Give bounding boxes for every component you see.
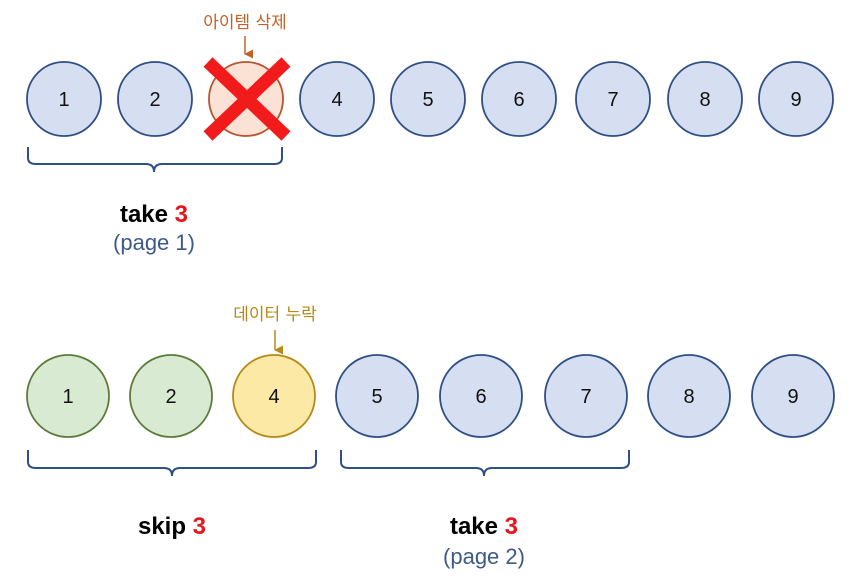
list-item: 6 (439, 354, 523, 438)
item-number: 9 (787, 386, 798, 408)
bottom-row: 데이터 누락 1 2 4 5 6 7 8 9 skip 3 take 3 (page 2) (26, 305, 835, 569)
list-item: 6 (481, 61, 557, 137)
item-number: 1 (62, 386, 73, 408)
item-circle (758, 61, 834, 137)
item-number: 9 (790, 89, 801, 111)
item-circle (299, 61, 375, 137)
take-word: take (120, 201, 168, 228)
top-row: 아이템 삭제 1 2 4 5 6 7 8 9 take 3 (page 1) (26, 13, 834, 255)
item-circle (117, 61, 193, 137)
item-number: 5 (422, 89, 433, 111)
list-item: 2 (117, 61, 193, 137)
item-circle (390, 61, 466, 137)
item-number: 5 (371, 386, 382, 408)
data-missing-note: 데이터 누락 (233, 305, 317, 325)
skipped-item: 2 (129, 354, 213, 438)
list-item: 5 (390, 61, 466, 137)
item-circle (129, 354, 213, 438)
item-number: 7 (607, 89, 618, 111)
missing-item: 4 (232, 354, 316, 438)
skip-word: skip (138, 513, 186, 540)
top-row-circles: 1 2 4 5 6 7 8 9 (26, 61, 834, 137)
list-item: 1 (26, 61, 102, 137)
take-page1-brace (27, 147, 283, 173)
list-item: 8 (667, 61, 743, 137)
item-circle (481, 61, 557, 137)
item-number: 4 (331, 89, 342, 111)
skip-label: skip 3 (138, 513, 206, 540)
list-item: 8 (647, 354, 731, 438)
list-item: 7 (544, 354, 628, 438)
item-circle (575, 61, 651, 137)
item-circle (544, 354, 628, 438)
item-number: 6 (475, 386, 486, 408)
item-circle (26, 354, 110, 438)
list-item: 9 (751, 354, 835, 438)
take-page2-brace (340, 450, 630, 477)
item-number: 8 (683, 386, 694, 408)
skip-brace (27, 450, 317, 477)
item-number: 2 (149, 89, 160, 111)
item-number: 4 (268, 386, 279, 408)
list-item: 4 (299, 61, 375, 137)
item-circle (232, 354, 316, 438)
skip-count: 3 (193, 513, 206, 540)
take-count: 3 (505, 513, 518, 540)
page1-label: (page 1) (113, 230, 195, 255)
list-item: 9 (758, 61, 834, 137)
item-circle (751, 354, 835, 438)
skipped-item: 1 (26, 354, 110, 438)
item-circle (335, 354, 419, 438)
list-item: 7 (575, 61, 651, 137)
page2-label: (page 2) (443, 544, 525, 569)
delete-item-note: 아이템 삭제 (203, 13, 287, 33)
take-page2-label: take 3 (450, 513, 518, 540)
item-number: 1 (58, 89, 69, 111)
list-item: 5 (335, 354, 419, 438)
item-circle (26, 61, 102, 137)
item-number: 2 (165, 386, 176, 408)
item-circle (647, 354, 731, 438)
item-circle (667, 61, 743, 137)
item-number: 8 (699, 89, 710, 111)
item-number: 7 (580, 386, 591, 408)
delete-cross-icon (203, 57, 291, 141)
take-count: 3 (175, 201, 188, 228)
take-page1-label: take 3 (120, 201, 188, 228)
bottom-row-circles: 1 2 4 5 6 7 8 9 (26, 354, 835, 438)
take-word: take (450, 513, 498, 540)
item-number: 6 (513, 89, 524, 111)
item-circle (439, 354, 523, 438)
